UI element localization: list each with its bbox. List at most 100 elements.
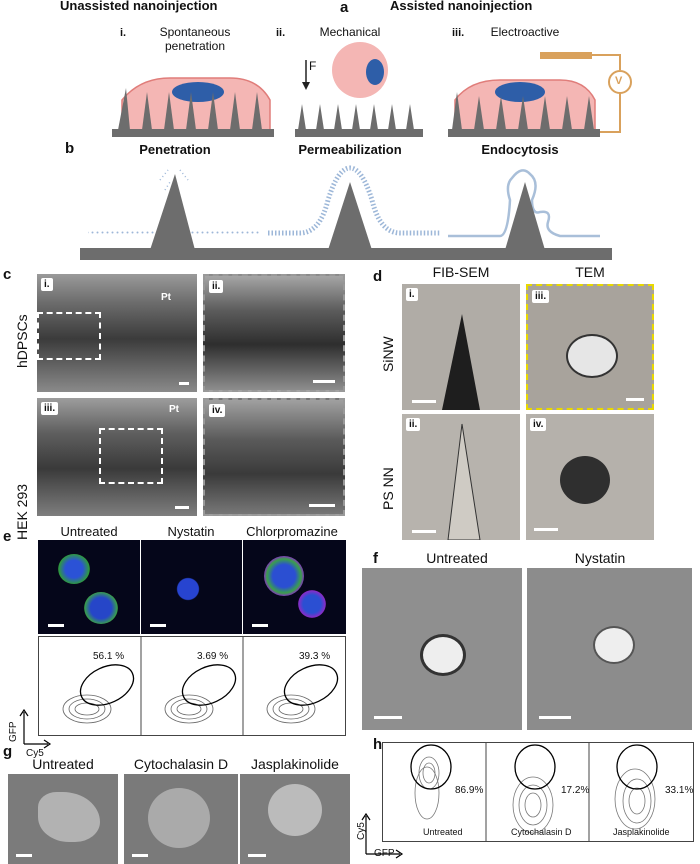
g-col-cytochalasin: Cytochalasin D bbox=[133, 756, 229, 772]
h-pct-cytochalasin: 17.2% bbox=[561, 785, 590, 796]
tem-image-f-untreated bbox=[362, 568, 522, 730]
axis-arrows-e bbox=[19, 708, 52, 749]
row-label-sinw: SiNW bbox=[380, 336, 396, 372]
sem-image-c-iv: iv. bbox=[203, 398, 345, 516]
scale-bar bbox=[175, 506, 189, 509]
penetration-diagram bbox=[88, 169, 261, 250]
zoom-box bbox=[99, 428, 163, 484]
scale-bar bbox=[313, 380, 335, 383]
item-ii-num: ii. bbox=[276, 27, 286, 39]
tile-label: i. bbox=[41, 278, 53, 291]
scale-bar bbox=[534, 528, 558, 531]
tem-image-sinw: iii. bbox=[526, 284, 654, 410]
e-pct-chlorpromazine: 39.3 % bbox=[299, 651, 331, 662]
row-label-hdpscs: hDPSCs bbox=[14, 314, 30, 368]
confocal-images bbox=[38, 540, 346, 634]
fib-sem-image-ps-nn: ii. bbox=[402, 414, 520, 540]
fib-sem-image-sinw: i. bbox=[402, 284, 520, 410]
tile-label: ii. bbox=[406, 418, 421, 431]
unassisted-header: Unassisted nanoinjection bbox=[60, 0, 218, 13]
h-cond-cytochalasin: Cytochalasin D bbox=[511, 827, 572, 837]
panel-c-label: c bbox=[3, 266, 12, 283]
panel-g-label: g bbox=[3, 743, 13, 760]
nucleus-iii bbox=[495, 82, 545, 102]
permeabilization-title: Permeabilization bbox=[298, 142, 402, 157]
force-arrow-icon bbox=[302, 82, 310, 90]
scale-bar bbox=[309, 504, 335, 507]
sem-image-g-jasplakinolide bbox=[240, 774, 350, 864]
h-pct-jasplakinolide: 33.1% bbox=[665, 785, 694, 796]
item-i-num: i. bbox=[120, 27, 127, 39]
nucleus-ii bbox=[366, 59, 384, 85]
cell-on-needles-iii bbox=[448, 52, 632, 137]
sem-image-g-cytochalasin bbox=[124, 774, 238, 864]
endocytosis-title: Endocytosis bbox=[481, 142, 559, 157]
panel-a-label: a bbox=[340, 0, 349, 16]
row-label-hek293: HEK 293 bbox=[14, 483, 30, 540]
h-x-axis-label: GFP bbox=[374, 848, 395, 859]
cell-on-needles-i bbox=[112, 77, 274, 137]
flow-plots-h: 86.9% 17.2% 33.1% Untreated Cytochalasin… bbox=[382, 742, 694, 842]
electrode-icon bbox=[540, 52, 592, 59]
g-col-jasplakinolide: Jasplakinolide bbox=[251, 756, 339, 772]
panel-a-schematic bbox=[112, 42, 632, 137]
h-pct-untreated: 86.9% bbox=[455, 785, 484, 796]
e-y-axis-label: GFP bbox=[8, 721, 19, 742]
f-col-nystatin: Nystatin bbox=[574, 550, 626, 566]
fib-sem-title: FIB-SEM bbox=[432, 264, 490, 280]
tile-label: iv. bbox=[209, 404, 226, 417]
scale-bar bbox=[626, 398, 644, 401]
endocytosis-diagram bbox=[448, 169, 600, 250]
h-cond-untreated: Untreated bbox=[423, 827, 463, 837]
e-x-axis-label: Cy5 bbox=[26, 748, 44, 759]
tile-label: ii. bbox=[209, 280, 224, 293]
sem-image-c-iii: iii. Pt bbox=[37, 398, 197, 516]
f-col-untreated: Untreated bbox=[426, 550, 488, 566]
panel-f-label: f bbox=[373, 550, 378, 567]
pt-label: Pt bbox=[161, 292, 171, 303]
panel-b-schematic bbox=[80, 165, 612, 260]
force-label: F bbox=[309, 59, 317, 73]
e-pct-nystatin: 3.69 % bbox=[197, 651, 229, 662]
substrate bbox=[80, 248, 612, 260]
zoom-box bbox=[37, 312, 101, 360]
tem-title: TEM bbox=[575, 264, 605, 280]
panel-b-label: b bbox=[65, 140, 75, 157]
scale-bar bbox=[412, 530, 436, 533]
panel-d-label: d bbox=[373, 268, 383, 285]
tem-image-ps-nn: iv. bbox=[526, 414, 654, 540]
e-col-untreated: Untreated bbox=[60, 524, 118, 539]
sem-image-c-ii: ii. bbox=[203, 274, 345, 392]
tile-label: iii. bbox=[41, 402, 59, 415]
scale-bar bbox=[412, 400, 436, 403]
tile-label: i. bbox=[406, 288, 418, 301]
sem-image-c-i: i. Pt bbox=[37, 274, 197, 392]
panel-e-label: e bbox=[3, 528, 12, 545]
sem-image-g-untreated bbox=[8, 774, 118, 864]
pt-label: Pt bbox=[169, 404, 179, 415]
scale-bar bbox=[179, 382, 189, 385]
h-y-axis-label: Cy5 bbox=[356, 822, 367, 840]
item-i-text: Spontaneous penetration bbox=[159, 25, 231, 53]
permeabilization-diagram bbox=[268, 165, 440, 250]
flow-plots-e: 56.1 % 3.69 % 39.3 % bbox=[38, 636, 346, 736]
panel-h-label: h bbox=[373, 736, 383, 753]
g-col-untreated: Untreated bbox=[32, 756, 94, 772]
e-col-nystatin: Nystatin bbox=[167, 524, 215, 539]
item-ii-text: Mechanical bbox=[319, 25, 381, 39]
e-col-chlorpromazine: Chlorpromazine bbox=[246, 524, 338, 539]
item-iii-text: Electroactive bbox=[490, 25, 560, 39]
axis-arrows-h bbox=[361, 812, 404, 859]
assisted-header: Assisted nanoinjection bbox=[390, 0, 533, 13]
cell-on-needles-ii bbox=[295, 42, 423, 137]
item-iii-num: iii. bbox=[452, 27, 465, 39]
tile-label: iv. bbox=[530, 418, 547, 431]
nucleus-i bbox=[172, 82, 224, 102]
h-cond-jasplakinolide: Jasplakinolide bbox=[613, 827, 670, 837]
tem-image-f-nystatin bbox=[527, 568, 692, 730]
penetration-title: Penetration bbox=[139, 142, 211, 157]
row-label-ps-nn: PS NN bbox=[380, 467, 396, 510]
voltage-label: V bbox=[615, 75, 623, 87]
tile-label: iii. bbox=[532, 290, 550, 303]
e-pct-untreated: 56.1 % bbox=[93, 651, 125, 662]
